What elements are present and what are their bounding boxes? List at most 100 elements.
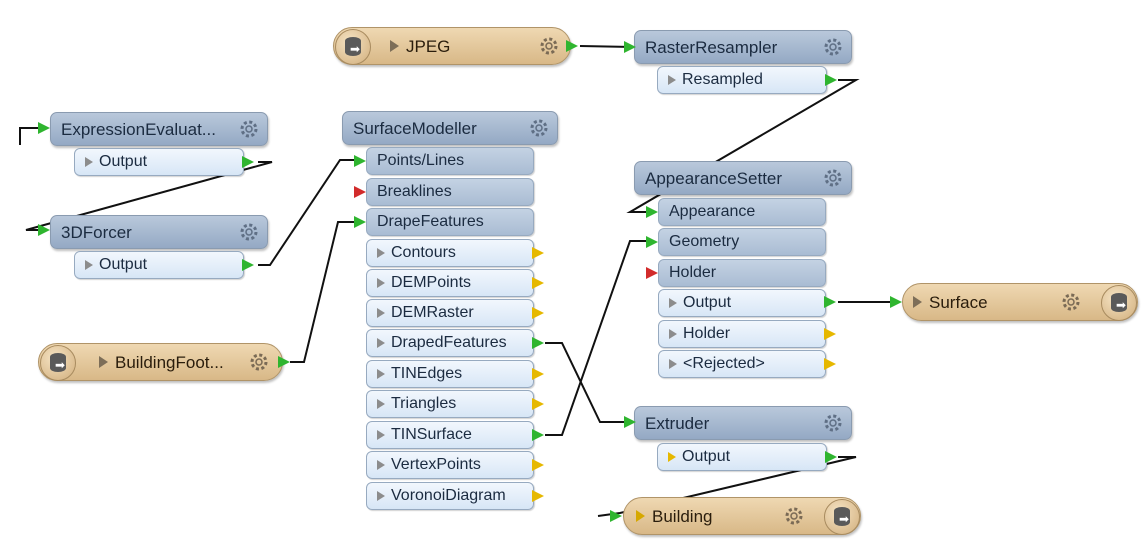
connection-flag-icon[interactable]	[610, 510, 622, 522]
expand-triangle-icon[interactable]	[85, 157, 93, 167]
expressionevaluator-header[interactable]: ExpressionEvaluat...	[50, 112, 268, 146]
expand-triangle-icon[interactable]	[669, 329, 677, 339]
input-port-holder[interactable]: Holder	[658, 259, 826, 287]
connection-flag-icon[interactable]	[278, 356, 290, 368]
expand-triangle-icon[interactable]	[377, 248, 385, 258]
rasterresampler-header[interactable]: RasterResampler	[634, 30, 852, 64]
gear-icon[interactable]	[539, 36, 559, 56]
output-port-drapedfeatures[interactable]: DrapedFeatures	[366, 329, 534, 357]
expand-triangle-icon[interactable]	[99, 356, 108, 368]
connection-flag-icon[interactable]	[646, 206, 658, 218]
output-port-voronoidiagram[interactable]: VoronoiDiagram	[366, 482, 534, 510]
port-label: Output	[99, 256, 148, 273]
gear-icon[interactable]	[239, 222, 259, 242]
gear-icon[interactable]	[784, 506, 804, 526]
connection-flag-icon[interactable]	[532, 429, 544, 441]
expand-triangle-icon[interactable]	[669, 359, 677, 369]
connection-flag-icon[interactable]	[824, 296, 836, 308]
connection-flag-icon[interactable]	[532, 307, 544, 319]
output-port-tinsurface[interactable]: TINSurface	[366, 421, 534, 449]
connection-flag-icon[interactable]	[532, 398, 544, 410]
connection-flag-icon[interactable]	[824, 358, 836, 370]
output-port-dempoints[interactable]: DEMPoints	[366, 269, 534, 297]
buildingfootprints-reader[interactable]: ➡ BuildingFoot...	[38, 343, 283, 381]
surfacemodeller-header[interactable]: SurfaceModeller	[342, 111, 558, 145]
expand-triangle-icon[interactable]	[377, 491, 385, 501]
expand-triangle-icon[interactable]	[377, 308, 385, 318]
connection-flag-icon[interactable]	[624, 416, 636, 428]
input-port-geometry[interactable]: Geometry	[658, 228, 826, 256]
port-label: DEMRaster	[391, 304, 474, 321]
port-label: Triangles	[391, 395, 457, 412]
input-port-drapefeatures[interactable]: DrapeFeatures	[366, 208, 534, 236]
connection-flag-icon[interactable]	[825, 451, 837, 463]
expand-triangle-icon[interactable]	[85, 260, 93, 270]
jpeg-reader[interactable]: ➡ JPEG	[333, 27, 571, 65]
port-label: Output	[99, 153, 148, 170]
port-label: DrapedFeatures	[391, 334, 507, 351]
expand-triangle-icon[interactable]	[377, 399, 385, 409]
connection-flag-icon[interactable]	[646, 236, 658, 248]
expand-triangle-icon[interactable]	[377, 430, 385, 440]
expand-triangle-icon[interactable]	[377, 278, 385, 288]
surface-writer[interactable]: Surface ➡	[902, 283, 1138, 321]
input-port-breaklines[interactable]: Breaklines	[366, 178, 534, 206]
output-port-holder[interactable]: Holder	[658, 320, 826, 348]
expand-triangle-icon[interactable]	[377, 369, 385, 379]
3dforcer-header[interactable]: 3DForcer	[50, 215, 268, 249]
connection-flag-icon[interactable]	[890, 296, 902, 308]
expand-triangle-icon[interactable]	[668, 452, 676, 462]
output-port-rejected[interactable]: <Rejected>	[658, 350, 826, 378]
connection-flag-icon[interactable]	[38, 224, 50, 236]
output-port-contours[interactable]: Contours	[366, 239, 534, 267]
output-port-triangles[interactable]: Triangles	[366, 390, 534, 418]
expand-triangle-icon[interactable]	[390, 40, 399, 52]
connection-flag-icon[interactable]	[532, 490, 544, 502]
gear-icon[interactable]	[823, 168, 843, 188]
gear-icon[interactable]	[249, 352, 269, 372]
connection-flag-icon[interactable]	[532, 368, 544, 380]
connection-flag-icon[interactable]	[532, 459, 544, 471]
connection-flag-icon[interactable]	[38, 122, 50, 134]
gear-icon[interactable]	[823, 37, 843, 57]
connection-flag-icon[interactable]	[532, 247, 544, 259]
connection-flag-icon[interactable]	[824, 328, 836, 340]
connection-flag-icon[interactable]	[354, 186, 366, 198]
connection-flag-icon[interactable]	[646, 267, 658, 279]
appearancesetter-header[interactable]: AppearanceSetter	[634, 161, 852, 195]
input-port-points-lines[interactable]: Points/Lines	[366, 147, 534, 175]
connection-flag-icon[interactable]	[825, 74, 837, 86]
output-port-resampled[interactable]: Resampled	[657, 66, 827, 94]
connection-flag-icon[interactable]	[532, 337, 544, 349]
expand-triangle-icon[interactable]	[669, 298, 677, 308]
connection-flag-icon[interactable]	[354, 216, 366, 228]
output-port-expression[interactable]: Output	[74, 148, 244, 176]
expand-triangle-icon[interactable]	[636, 510, 645, 522]
wire-3dforcer-to-pointslines	[258, 159, 356, 266]
output-port-demraster[interactable]: DEMRaster	[366, 299, 534, 327]
connection-flag-icon[interactable]	[242, 156, 254, 168]
connection-flag-icon[interactable]	[242, 259, 254, 271]
expand-triangle-icon[interactable]	[377, 460, 385, 470]
gear-icon[interactable]	[823, 413, 843, 433]
gear-icon[interactable]	[529, 118, 549, 138]
extruder-header[interactable]: Extruder	[634, 406, 852, 440]
gear-icon[interactable]	[239, 119, 259, 139]
gear-icon[interactable]	[1061, 292, 1081, 312]
input-port-appearance[interactable]: Appearance	[658, 198, 826, 226]
output-port-tinedges[interactable]: TINEdges	[366, 360, 534, 388]
output-port-vertexpoints[interactable]: VertexPoints	[366, 451, 534, 479]
building-writer[interactable]: Building ➡	[623, 497, 861, 535]
port-label: DEMPoints	[391, 274, 472, 291]
connection-flag-icon[interactable]	[624, 41, 636, 53]
output-port-3dforcer[interactable]: Output	[74, 251, 244, 279]
expand-triangle-icon[interactable]	[668, 75, 676, 85]
connection-flag-icon[interactable]	[354, 155, 366, 167]
output-port-output[interactable]: Output	[658, 289, 826, 317]
connection-flag-icon[interactable]	[566, 40, 578, 52]
connection-flag-icon[interactable]	[532, 277, 544, 289]
expand-triangle-icon[interactable]	[913, 296, 922, 308]
expand-triangle-icon[interactable]	[377, 338, 385, 348]
output-port-extruder[interactable]: Output	[657, 443, 827, 471]
port-label: Breaklines	[377, 183, 452, 200]
